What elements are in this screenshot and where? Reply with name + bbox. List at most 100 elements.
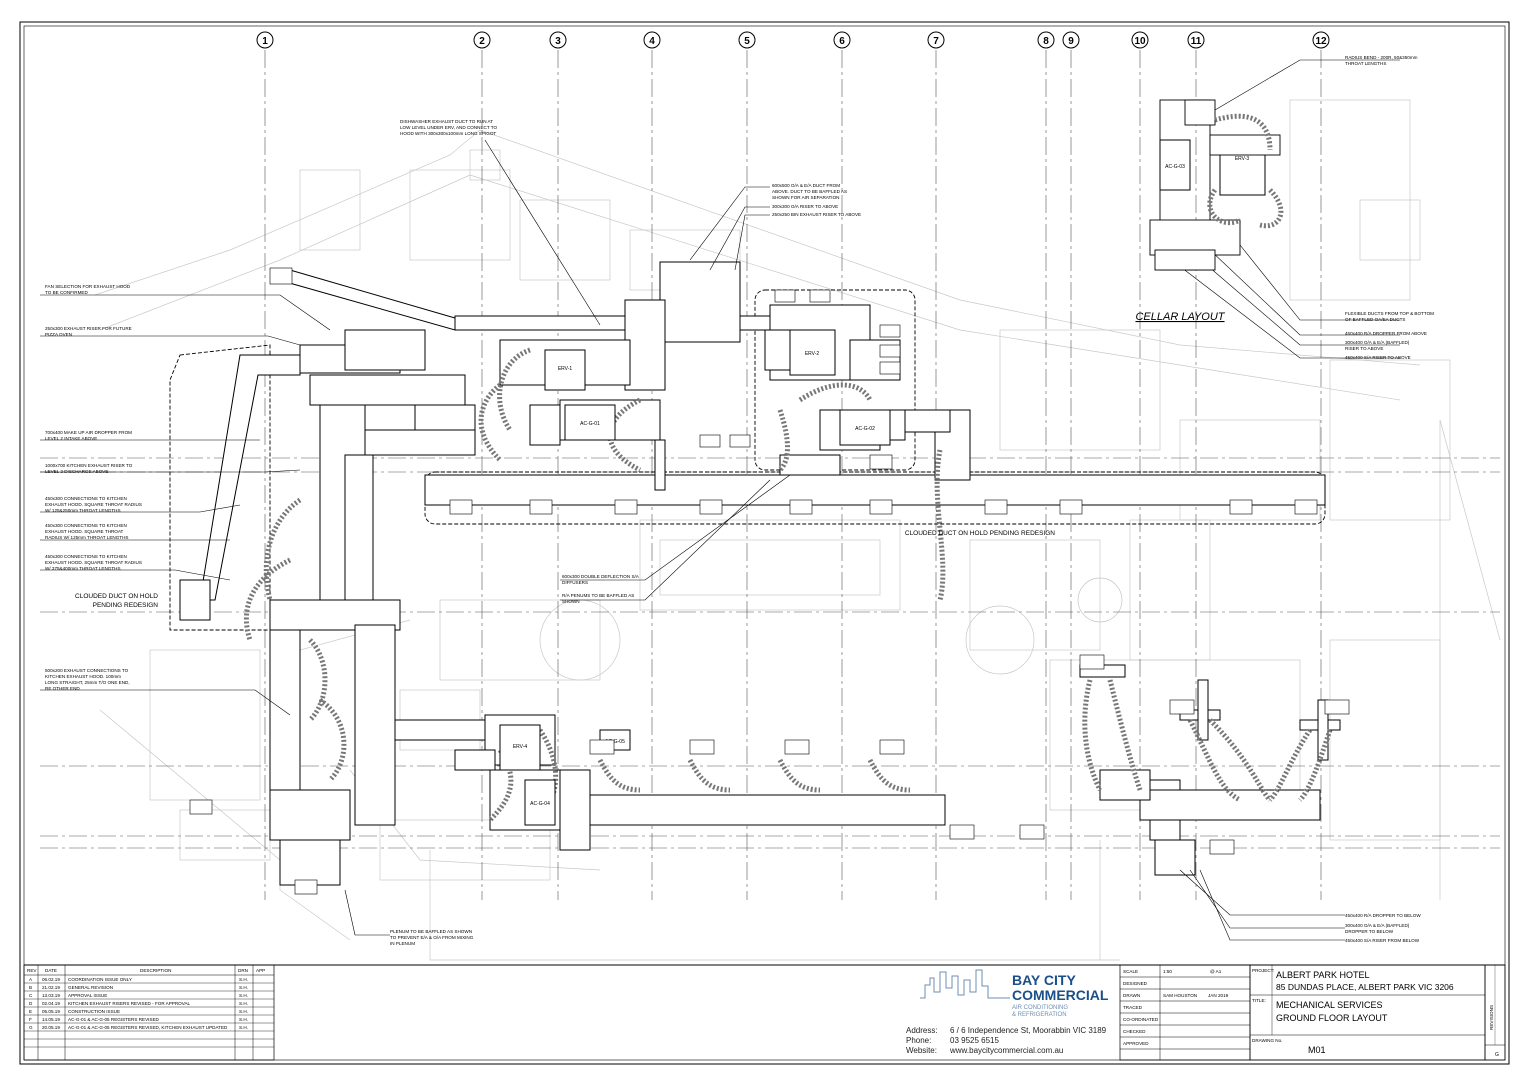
revision-table: REV DATE DESCRIPTION DRN APP A 06.02.19 … [27,968,265,1030]
ac-g-04-label: AC-G-04 [530,801,550,807]
rev-drawn: S.H. [239,1001,248,1006]
plenum-note: TO PREVENT E/A & O/A FROM MIXING [390,935,474,940]
rev-drawn: S.H. [239,1017,248,1022]
scale-label: SCALE [1123,969,1138,974]
rev-date: 05.05.19 [42,1009,60,1014]
rev-letter: B [29,985,32,990]
cellar-flex [1207,113,1284,229]
right-dropper-note: DROPPER TO BELOW [1345,929,1394,934]
drawn-date: JAN 2019 [1208,993,1229,998]
rev-letter: D [29,1001,33,1006]
drawing-subtitle: GROUND FLOOR LAYOUT [1276,1013,1388,1023]
clouded-duct-label: CLOUDED DUCT ON HOLD [75,593,158,600]
radius-bend-note: THROAT LENGTHS [1345,61,1386,66]
designed-label: DESIGNED [1123,981,1148,986]
clouded-duct-center-label: CLOUDED DUCT ON HOLD PENDING REDESIGN [905,530,1055,537]
drawing-number-label: DRAWING No. [1252,1038,1282,1043]
hood-connection-note: 450x300 CONNECTIONS TO KITCHEN [45,496,127,501]
checked-label: CHECKED [1123,1029,1146,1034]
address-value: 6 / 6 Independence St, Moorabbin VIC 318… [950,1026,1107,1035]
oa-ea-duct-note: ABOVE. DUCT TO BE BAFFLED AS [772,189,847,194]
rev-date: 06.02.19 [42,977,60,982]
revisions-strip: REVISIONS G [1489,1005,1499,1058]
coordinated-label: CO-ORDINATED [1123,1017,1159,1022]
pizza-riser-note: 250x300 EXHAUST RISER FOR FUTURE [45,326,132,331]
erv-2-label: ERV-2 [805,351,820,357]
exhaust-connection-note: KITCHEN EXHAUST HOOD. 100mm [45,674,121,679]
hood-connection-note: W/ 375&400mm THROAT LENGTHS [45,566,121,571]
address-label: Address: [906,1026,938,1035]
rev-drawn: S.H. [239,977,248,982]
company-tagline: AIR CONDITIONING [1012,1005,1068,1011]
grid-label: 6 [839,36,845,47]
rev-description: CONSTRUCTION ISSUE [68,1009,120,1014]
grid-label: 5 [744,36,750,47]
current-revision: G [1495,1052,1499,1058]
leader-lines [40,59,1400,941]
kitchen-riser-note: 1000x700 KITCHEN EXHAUST RISER TO [45,463,133,468]
approved-label: APPROVED [1123,1041,1149,1046]
exhaust-connection-note: RE OTHER END [45,686,80,691]
drawing-title: MECHANICAL SERVICES [1276,1000,1383,1010]
traced-label: TRACED [1123,1005,1143,1010]
hood-connection-note: EXHAUST HOOD. SQUARE THROAT [45,529,124,534]
rev-description: GENERAL REVISION [68,985,113,990]
oa-riser-note: 300x300 O/A RISER TO ABOVE [772,204,838,209]
clouded-labels: CLOUDED DUCT ON HOLD PENDING REDESIGN CL… [75,530,1055,609]
title-label: TITLE: [1252,998,1266,1003]
phone-label: Phone: [906,1036,931,1045]
company-logo: BAY CITY COMMERCIAL AIR CONDITIONING & R… [920,969,1109,1018]
erv-1-label: ERV-1 [558,366,573,372]
website-value: www.baycitycommercial.com.au [949,1046,1063,1055]
grid-bubbles: 1 2 3 4 5 6 7 8 9 10 11 12 [256,31,1330,49]
grid-label: 1 [262,36,268,47]
oa-ea-duct-note: SHOWN FOR AIR SEPARATION [772,195,839,200]
rev-description: COORDINATION ISSUE ONLY [68,977,132,982]
sheet-border [19,21,1510,1065]
hood-connection-note: RADIUS W/ 125mm THROAT LENGTHS [45,535,128,540]
cellar-layout [1149,99,1281,271]
rev-header: REV [27,968,37,973]
ac-g-05-label: AC-G-05 [605,739,625,745]
plenum-note: IN PLENUM [390,941,415,946]
cellar-layout-title: CELLAR LAYOUT [1135,311,1225,323]
grid-label: 10 [1134,36,1146,47]
oa-ea-duct-note: 600x500 O/A & E/A DUCT FROM [772,183,840,188]
right-dropper-note: 450x400 S/A RISER FROM BELOW [1345,938,1420,943]
company-name-line1: BAY CITY [1012,972,1076,988]
ac-g-01-label: AC-G-01 [580,421,600,427]
hood-connection-note: 450x300 CONNECTIONS TO KITCHEN [45,523,127,528]
website-label: Website: [906,1046,937,1055]
equipment: ERV-1 ERV-2 ERV-3 ERV-4 AC-G-01 AC-G-02 … [499,139,1266,826]
exhaust-connection-note: LONG STRAIGHT, 25mm T/O ONE END, [45,680,130,685]
plenum-baffle-note: R/A PENUMS TO BE BAFFLED AS [562,593,634,598]
rev-letter: C [29,993,33,998]
dishwasher-note-line: DISHWASHER EXHAUST DUCT TO RUN AT [400,119,493,124]
rev-date: 13.03.19 [42,993,60,998]
skyline-logo-icon [920,969,1010,999]
rev-letter: F [29,1017,32,1022]
grid-label: 9 [1068,36,1074,47]
project-label: PROJECT: [1252,968,1274,973]
rev-header: DESCRIPTION [140,968,171,973]
erv-4-label: ERV-4 [513,744,528,750]
fan-selection-note: FAN SELECTION FOR EXHAUST HOOD [45,284,131,289]
company-contact: Address: 6 / 6 Independence St, Moorabbi… [906,1026,1107,1055]
hood-connection-note: EXHAUST HOOD. SQUARE THROAT RADIUS [45,502,142,507]
rev-date: 14.05.19 [42,1017,60,1022]
grid-label: 11 [1191,36,1202,47]
project-address: 85 DUNDAS PLACE, ALBERT PARK VIC 3206 [1276,982,1454,992]
rev-letter: E [29,1009,32,1014]
hood-connection-note: W/ 125&250mm THROAT LENGTHS [45,508,121,513]
diffuser-note: DIFFUSERS [562,580,588,585]
makeup-air-note: 700x400 MAKE UP AIR DROPPER FROM [45,430,132,435]
rev-date: 21.02.19 [42,985,60,990]
callout-notes: DISHWASHER EXHAUST DUCT TO RUN AT LOW LE… [45,55,1434,946]
pizza-riser-note: PIZZA OVEN [45,332,72,337]
rev-description: AC-G-01 & AC-G-05 REGISTERS REVISED [68,1017,160,1022]
radius-bend-note: RADIUS BEND - 200R, 50&350mm [1345,55,1418,60]
revisions-label: REVISIONS [1489,1005,1494,1030]
right-dropper-note: 450x400 R/A DROPPER TO BELOW [1345,913,1421,918]
scale-value: 1:50 [1163,969,1172,974]
